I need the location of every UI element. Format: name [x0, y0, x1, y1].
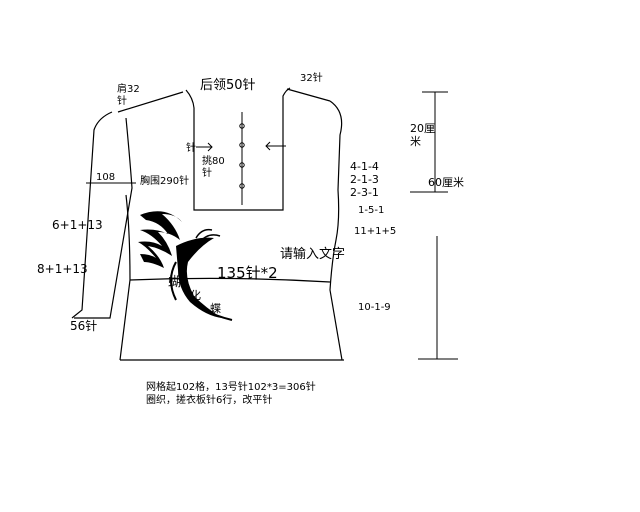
shoulder-right-label: 32针 — [300, 71, 323, 84]
pickup-label-1: 挑80 — [202, 154, 225, 167]
right-arrow-icon — [265, 141, 286, 151]
armhole-label-1: 4-1-4 — [350, 160, 379, 173]
pickup-label-2: 针 — [202, 166, 212, 179]
watermark-char-3: 蝶 — [210, 301, 221, 315]
placket-buttons — [239, 112, 245, 205]
armhole-label-4: 1-5-1 — [358, 205, 384, 216]
note-line-1: 网格起102格，13号针102*3=306针 — [146, 380, 316, 393]
pickup-arrow-label: 针 — [186, 141, 196, 154]
armhole-label-2: 2-1-3 — [350, 173, 379, 186]
note-line-2: 圈织，搓衣板针6行，改平针 — [146, 393, 272, 406]
left-sleeve-outline — [71, 111, 113, 319]
shoulder-left-label-1: 肩32 — [117, 82, 140, 95]
right-shoulder-line — [286, 88, 331, 102]
dimension-lines — [410, 91, 458, 360]
butterfly-body-icon — [176, 237, 222, 318]
left-shoulder-line — [117, 91, 184, 113]
dim-20cm-label-2: 米 — [410, 135, 421, 148]
diagram-labels: 后领50针 肩32 针 32针 针 挑80 针 108 胸围290针 6+1+1… — [37, 71, 464, 406]
body-left-side — [119, 194, 131, 361]
watermark-char-1: 蝴 — [168, 275, 181, 290]
neckline — [185, 87, 291, 211]
sleeve-width-label: 108 — [96, 172, 115, 183]
back-neck-label: 后领50针 — [200, 78, 256, 93]
waist-line — [129, 277, 331, 283]
body-right-side — [329, 100, 343, 361]
armhole-label-3: 2-3-1 — [350, 186, 379, 199]
watermark-char-2: 化 — [190, 288, 201, 302]
chest-label: 胸围290针 — [140, 174, 189, 187]
pickup-arrows — [196, 141, 286, 152]
butterfly-tail-icon — [170, 261, 233, 321]
garment-outline — [71, 87, 344, 361]
dim-20cm-label-1: 20厘 — [410, 122, 435, 135]
butterfly-watermark: 蝴 化 蝶 — [138, 211, 233, 321]
waist-label: 135针*2 — [217, 264, 278, 282]
dim-60cm-label: 60厘米 — [428, 176, 464, 189]
sleeve-dec-label-1: 6+1+13 — [52, 218, 103, 232]
side-inc-label-1: 11+1+5 — [354, 226, 396, 237]
sleeve-dec-label-2: 8+1+13 — [37, 262, 88, 276]
placeholder-text: 请输入文字 — [280, 246, 345, 262]
butterfly-wing-icon — [138, 211, 182, 268]
cuff-label: 56针 — [70, 318, 97, 333]
left-arrow-icon — [196, 142, 213, 152]
side-inc-label-2: 10-1-9 — [358, 302, 391, 313]
butterfly-antenna-icon — [195, 228, 221, 243]
shoulder-left-label-2: 针 — [117, 94, 127, 107]
left-sleeve-inner — [74, 117, 133, 319]
